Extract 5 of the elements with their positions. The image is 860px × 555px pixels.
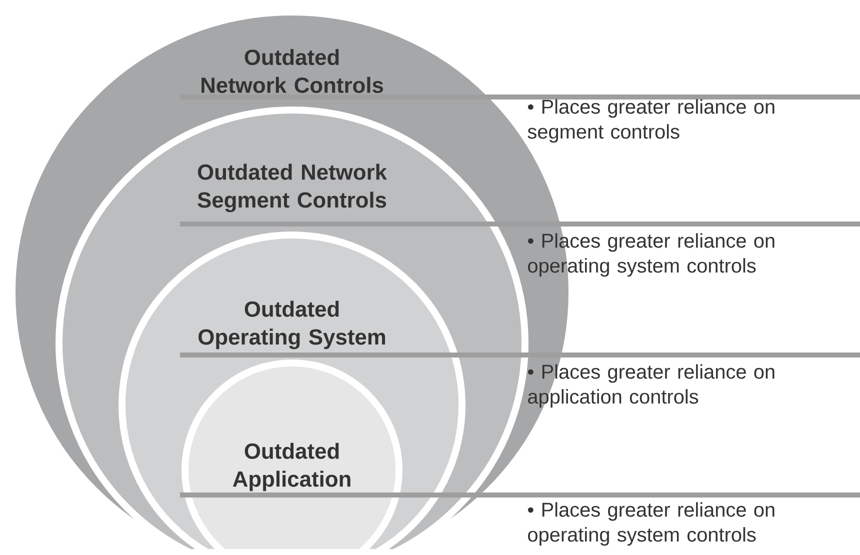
circle-layer: Outdated Application: [182, 360, 402, 549]
bullet-text: • Places greater reliance on segment controls: [528, 99, 774, 143]
bullet-text: • Places greater reliance on operating system controls: [528, 233, 774, 277]
bullet-text: • Places greater reliance on operating system controls: [528, 502, 774, 546]
bullet-text: • Places greater reliance on application controls: [528, 364, 774, 408]
